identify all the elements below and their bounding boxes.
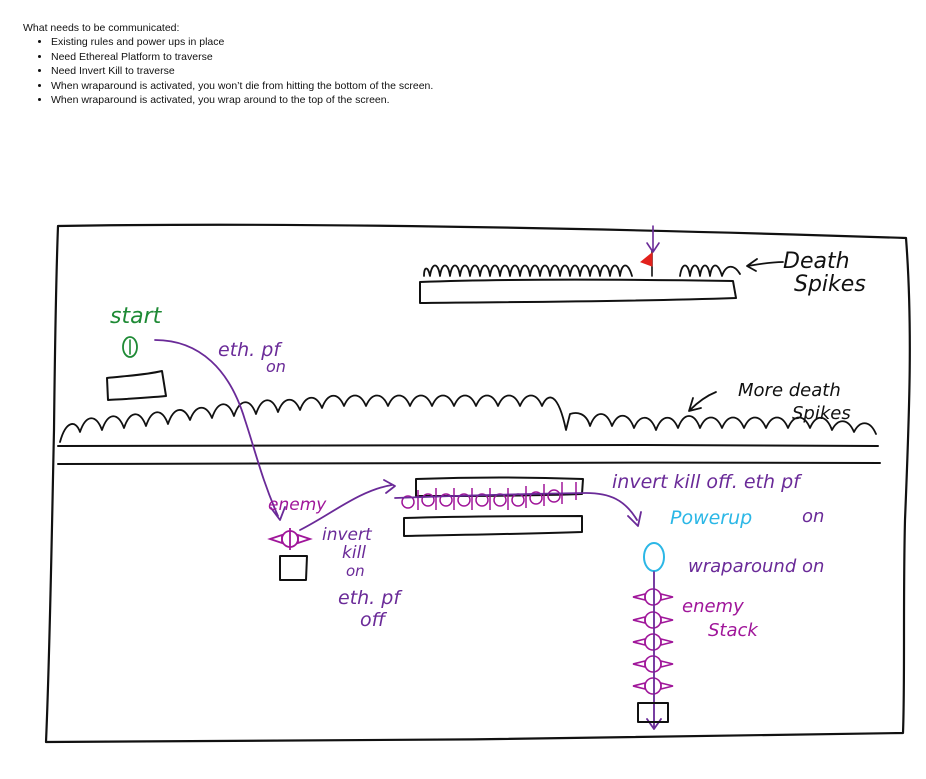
more-death-spikes-arrow <box>688 391 717 412</box>
wraparound-on-label: wraparound on <box>688 556 824 577</box>
platform-run-path <box>394 492 642 527</box>
death-spikes-label: Spikes <box>794 272 866 297</box>
enemy-label: enemy <box>268 495 327 515</box>
requirements-notes: What needs to be communicated: Existing … <box>23 21 433 107</box>
floor-line-bottom <box>57 461 881 465</box>
powerup-icon <box>643 542 665 572</box>
enemy-sprite <box>267 528 313 550</box>
small-block <box>279 555 308 581</box>
floor-line-top <box>57 443 879 447</box>
notes-heading: What needs to be communicated: <box>23 22 180 34</box>
notes-item: When wraparound is activated, you wrap a… <box>51 93 433 107</box>
enemy-stack <box>632 588 674 695</box>
invert-kill-note: invert <box>322 525 373 545</box>
goal-arrow <box>646 225 660 253</box>
enemy-jump-path <box>299 479 396 531</box>
level-frame <box>44 223 911 744</box>
start-platform <box>106 370 167 401</box>
start-label: start <box>110 304 163 329</box>
floor-death-spikes <box>59 394 877 443</box>
eth-pf-on-label: on <box>266 357 286 376</box>
invert-kill-note: eth. pf <box>338 587 403 609</box>
fall-path <box>646 571 662 730</box>
notes-item: Need Invert Kill to traverse <box>51 64 433 78</box>
death-spikes-arrow <box>746 258 784 272</box>
enemy-stack-label: Stack <box>708 620 759 641</box>
death-spikes-label: Death <box>783 249 850 274</box>
enemy-stack-label: enemy <box>682 596 744 617</box>
top-death-spikes <box>423 264 741 277</box>
notes-item: Need Ethereal Platform to traverse <box>51 50 433 64</box>
invert-kill-note: kill <box>342 543 366 563</box>
invert-kill-off-on-label: on <box>802 506 824 527</box>
start-marker <box>122 336 138 358</box>
notes-item: When wraparound is activated, you won’t … <box>51 79 433 93</box>
player-path <box>154 339 286 521</box>
notes-item: Existing rules and power ups in place <box>51 35 433 49</box>
middle-platform-bottom <box>403 515 583 537</box>
powerup-label: Powerup <box>670 507 752 529</box>
bottom-block <box>637 702 669 723</box>
top-platform <box>419 278 737 304</box>
eth-pf-label: eth. pf <box>218 339 283 361</box>
more-death-spikes-label: Spikes <box>792 403 851 424</box>
goal-flag <box>640 251 653 267</box>
invert-kill-note: on <box>346 562 365 580</box>
invert-kill-off-label: invert kill off. eth pf <box>612 471 803 493</box>
notes-list: Existing rules and power ups in place Ne… <box>23 35 433 107</box>
more-death-spikes-label: More death <box>738 380 841 401</box>
invert-kill-note: off <box>360 609 388 631</box>
